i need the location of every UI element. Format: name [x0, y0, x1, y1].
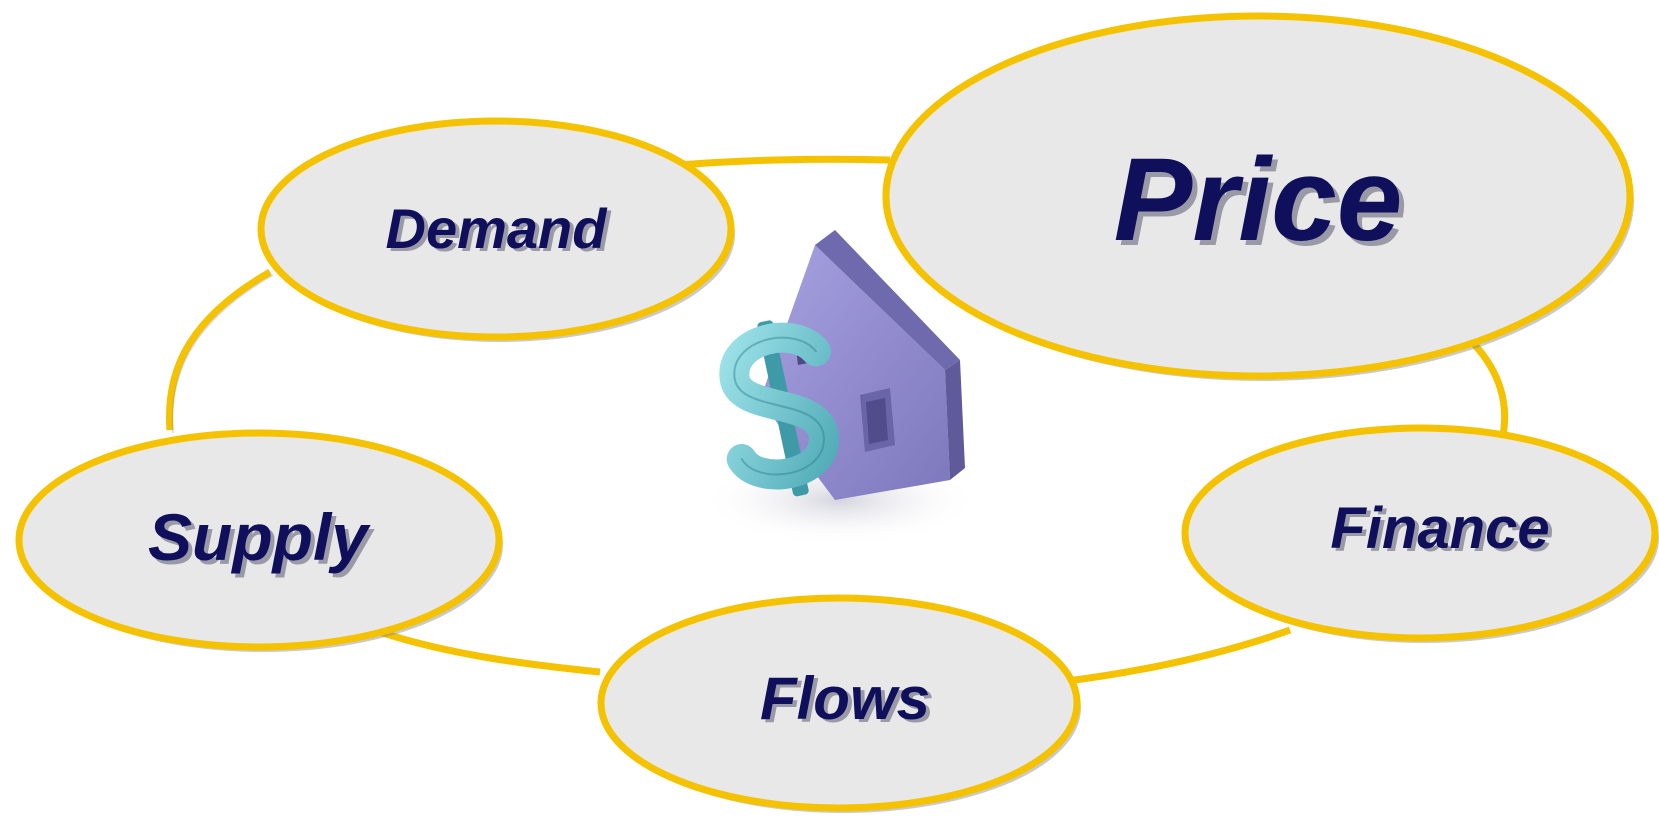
- node-demand-label-shadow: Demand: [390, 200, 613, 263]
- node-demand: Demand Demand: [257, 117, 735, 342]
- node-flows: Flows Flows: [597, 594, 1081, 813]
- house-dollar-icon: [700, 230, 980, 545]
- node-demand-label: Demand: [386, 197, 609, 260]
- node-supply-label-shadow: Supply: [152, 504, 375, 578]
- node-supply: Supply Supply: [15, 429, 503, 652]
- node-price-label: Price: [1114, 134, 1403, 266]
- node-price-label-shadow: Price: [1119, 139, 1408, 271]
- node-supply-label: Supply: [148, 500, 371, 574]
- node-flows-label-shadow: Flows: [764, 668, 934, 735]
- node-price: Price Price: [882, 12, 1634, 381]
- cycle-ring: [165, 155, 1509, 686]
- node-finance-label: Finance: [1330, 496, 1549, 561]
- node-finance-label-shadow: Finance: [1334, 499, 1553, 564]
- node-flows-label: Flows: [760, 665, 930, 732]
- node-finance: Finance Finance: [1181, 424, 1659, 643]
